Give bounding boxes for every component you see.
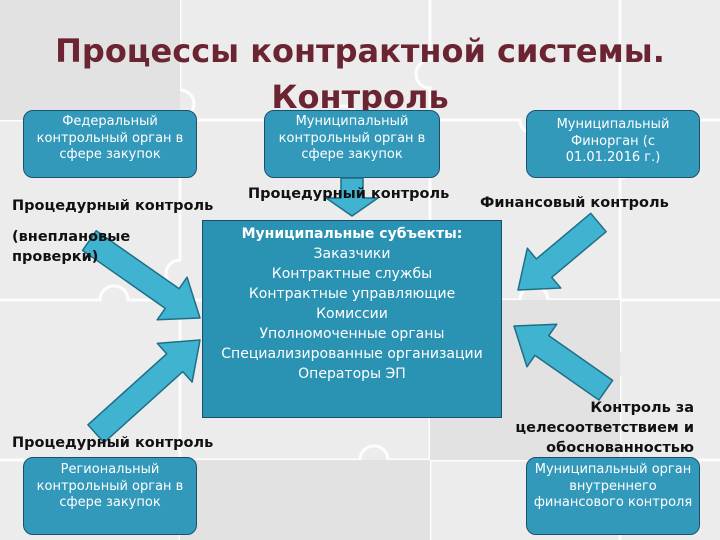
municipal-control-body-text: Муниципальный контрольный орган в сфере … — [278, 114, 426, 162]
financial-control-label: Финансовый контроль — [480, 195, 669, 211]
subject-item: Контрактные управляющие — [248, 286, 456, 302]
federal-control-body-box: Федеральный контрольный орган в сфере за… — [23, 110, 197, 178]
municipal-finorgan-box: Муниципальный Финорган (с 01.01.2016 г.) — [526, 110, 700, 178]
municipal-subjects-heading: Муниципальные субъекты: — [241, 226, 463, 242]
internal-financial-control-box: Муниципальный орган внутреннего финансов… — [526, 457, 700, 535]
expediency-control-label-line1: Контроль за — [590, 400, 694, 416]
federal-control-body-text: Федеральный контрольный орган в сфере за… — [36, 114, 184, 162]
subject-item: Контрактные службы — [271, 266, 433, 282]
regional-control-body-box: Региональный контрольный орган в сфере з… — [23, 457, 197, 535]
municipal-finorgan-text: Муниципальный Финорган (с 01.01.2016 г.) — [556, 117, 670, 165]
subject-item: Заказчики — [313, 246, 391, 262]
regional-control-body-text: Региональный контрольный орган в сфере з… — [36, 462, 184, 510]
procedural-control-bottom-label: Процедурный контроль — [12, 435, 214, 451]
unscheduled-checks-label-line1: (внеплановые — [12, 229, 131, 245]
subject-item: Комиссии — [316, 306, 388, 322]
subject-item: Уполномоченные органы — [259, 326, 445, 342]
unscheduled-checks-label-line2: проверки) — [12, 249, 99, 265]
procedural-control-left-label: Процедурный контроль — [12, 198, 214, 214]
municipal-control-body-box: Муниципальный контрольный орган в сфере … — [264, 110, 440, 178]
procedural-control-top-label: Процедурный контроль — [248, 186, 450, 202]
page-title: Процессы контрактной системы. Контроль — [55, 32, 665, 116]
expediency-control-label-line3: обоснованностью — [546, 440, 694, 456]
subject-item: Операторы ЭП — [298, 366, 406, 382]
expediency-control-label-line2: целесоответствием и — [515, 420, 694, 436]
subject-item: Специализированные организации — [221, 346, 483, 362]
municipal-subjects-box: Муниципальные субъекты: Заказчики Контра… — [202, 220, 502, 418]
internal-financial-control-text: Муниципальный орган внутреннего финансов… — [533, 462, 693, 510]
